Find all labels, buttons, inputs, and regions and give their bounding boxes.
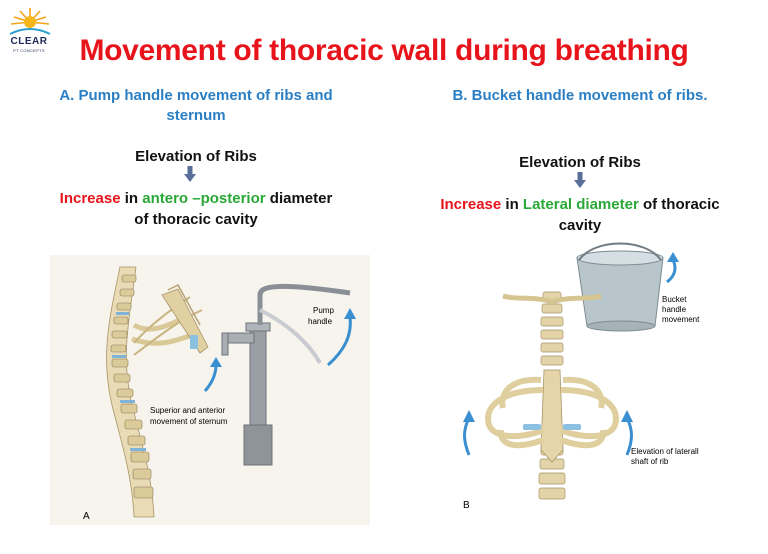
- bucket-label-line2: handle: [662, 305, 687, 314]
- page-title: Movement of thoracic wall during breathi…: [79, 34, 689, 67]
- sternum-label-line2: movement of sternum: [150, 417, 228, 426]
- right-in-word: in: [501, 196, 523, 213]
- bucket-label-line1: Bucket: [662, 295, 687, 304]
- elevation-label-line2: shaft of rib: [631, 457, 669, 466]
- right-diameter-rest: of thoracic: [638, 196, 720, 213]
- panel-letter-b: B: [463, 500, 470, 511]
- pump-label-line2: handle: [308, 317, 333, 326]
- left-diameter-word: antero –posterior: [142, 190, 266, 207]
- right-increase-word: Increase: [440, 196, 502, 213]
- logo-subtext: PT CONCEPTS: [13, 48, 45, 53]
- right-diameter-word: Lateral diameter: [522, 196, 639, 213]
- pump-label-line1: Pump: [313, 306, 334, 315]
- pump-device: [221, 283, 351, 466]
- left-increase-line: Increase in antero –posterior diameter: [20, 188, 372, 209]
- bucket-label-line3: movement: [662, 315, 700, 324]
- right-elevation-text: Elevation of Ribs: [519, 154, 641, 171]
- bucket: [576, 242, 664, 332]
- sternum-label-line1: Superior and anterior: [150, 406, 225, 415]
- right-heading: B. Bucket handle movement of ribs.: [452, 87, 708, 104]
- right-down-arrow-icon: [574, 172, 586, 188]
- left-increase-word: Increase: [59, 190, 121, 207]
- bucket-handle-figure: Bucket handle movement Elevation of late…: [463, 242, 700, 511]
- clear-logo: [9, 8, 51, 35]
- right-increase-line: Increase in Lateral diameter of thoracic: [400, 194, 760, 215]
- pump-handle-figure: Pump handle Superior and anterior moveme…: [50, 255, 370, 525]
- left-heading-line2: sternum: [166, 107, 226, 124]
- left-heading: A. Pump handle movement of ribs and ster…: [20, 86, 372, 126]
- logo-text: CLEAR: [10, 36, 48, 47]
- panel-letter-a: A: [83, 511, 90, 522]
- elevation-label-line1: Elevation of laterall: [631, 447, 699, 456]
- left-heading-line1: A. Pump handle movement of ribs and: [59, 87, 333, 104]
- left-elevation-text: Elevation of Ribs: [135, 148, 257, 165]
- left-diameter-rest: diameter: [265, 190, 333, 207]
- left-line2: of thoracic cavity: [134, 211, 258, 228]
- right-line2: cavity: [558, 217, 602, 234]
- left-in-word: in: [120, 190, 143, 207]
- left-down-arrow-icon: [184, 166, 196, 182]
